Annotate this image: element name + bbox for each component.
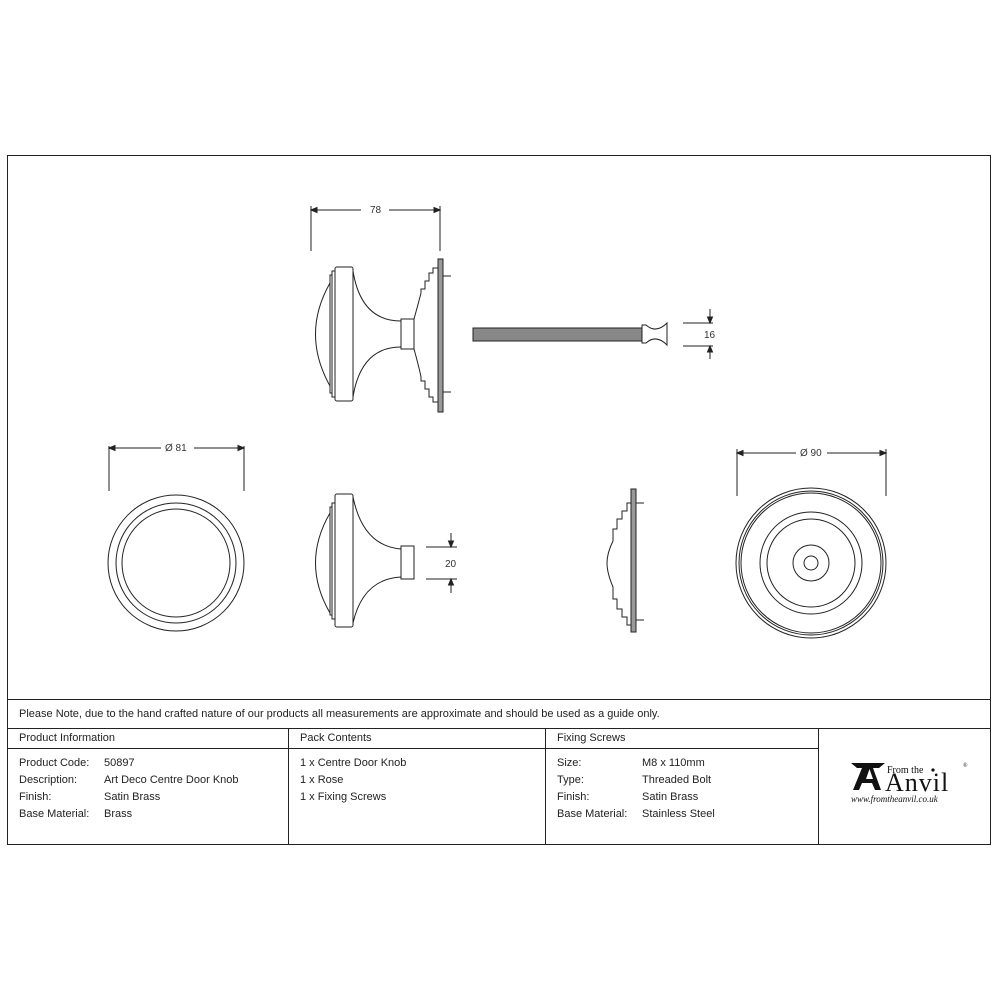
dim-81: Ø 81 <box>165 443 187 454</box>
svg-text:®: ® <box>963 762 968 769</box>
rose-front-view: Ø 90 <box>735 448 888 639</box>
anvil-icon: From the Anvil ® www.fromtheanvil.co.uk <box>851 762 968 804</box>
svg-text:www.fromtheanvil.co.uk: www.fromtheanvil.co.uk <box>851 794 939 804</box>
dim-20: 20 <box>445 559 457 570</box>
pack-item: 1 x Centre Door Knob <box>300 757 407 769</box>
svg-text:Anvil: Anvil <box>885 768 949 797</box>
svg-text:From the: From the <box>887 765 924 776</box>
pack-item: 1 x Fixing Screws <box>300 791 387 803</box>
fixing-screws-title: Fixing Screws <box>546 729 818 749</box>
from-the-anvil-logo: From the Anvil ® www.fromtheanvil.co.uk <box>819 729 991 844</box>
base-material-row: Base Material:Stainless Steel <box>557 808 715 820</box>
knob-side-view: 20 <box>315 493 457 628</box>
technical-drawing: 78 16 <box>107 205 888 639</box>
base-material-row: Base Material:Brass <box>19 808 133 820</box>
pack-contents-title: Pack Contents <box>289 729 545 749</box>
description-row: Description:Art Deco Centre Door Knob <box>19 774 239 786</box>
knob-front-view: Ø 81 <box>107 443 246 632</box>
bolt-view: 16 <box>472 309 716 359</box>
finish-row: Finish:Satin Brass <box>557 791 699 803</box>
finish-row: Finish:Satin Brass <box>19 791 161 803</box>
dim-90: Ø 90 <box>800 448 822 459</box>
technical-drawing-area: 78 16 <box>8 156 990 700</box>
rose-side-view <box>606 488 644 633</box>
measurement-note: Please Note, due to the hand crafted nat… <box>8 700 990 729</box>
size-row: Size:M8 x 110mm <box>557 757 705 769</box>
pack-item: 1 x Rose <box>300 774 344 786</box>
product-information-panel: Product Information Product Code:50897 D… <box>8 729 289 844</box>
product-information-title: Product Information <box>8 729 288 749</box>
type-row: Type:Threaded Bolt <box>557 774 712 786</box>
fixing-screws-panel: Fixing Screws Size:M8 x 110mm Type:Threa… <box>546 729 819 844</box>
side-view-assembly: 78 <box>309 205 451 413</box>
dim-16: 16 <box>704 330 716 341</box>
spec-sheet-frame: 78 16 <box>7 155 991 845</box>
pack-contents-panel: Pack Contents 1 x Centre Door Knob 1 x R… <box>289 729 546 844</box>
dim-78: 78 <box>370 205 382 216</box>
product-code-row: Product Code:50897 <box>19 757 135 769</box>
